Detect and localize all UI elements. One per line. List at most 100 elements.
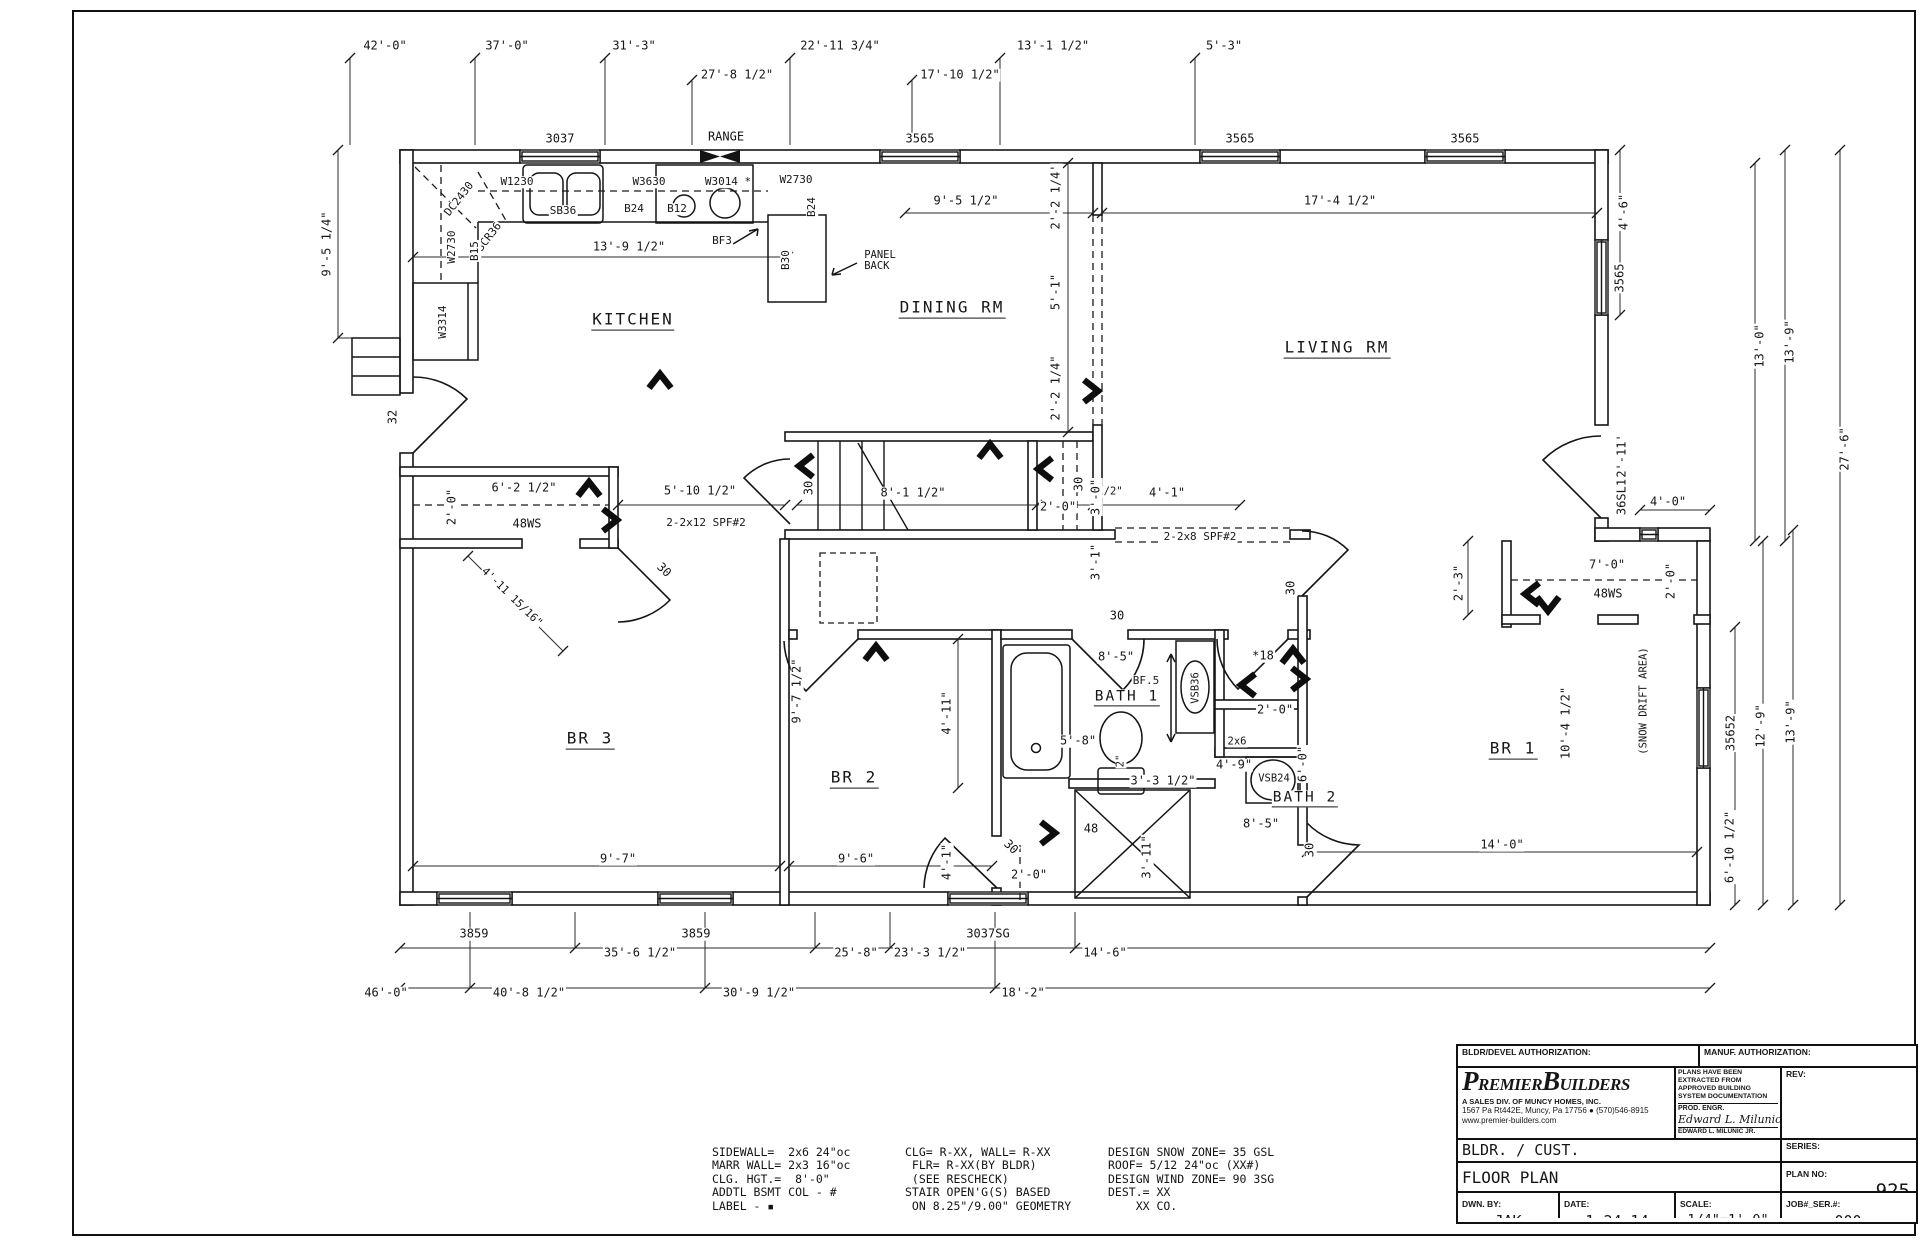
bf3-arrow (732, 228, 759, 245)
dimension-label: 3859 (680, 926, 712, 941)
dimension-label: 2'-0" (1255, 702, 1295, 717)
dwn-by-cell: DWN. BY: JAK (1458, 1193, 1558, 1218)
dimension-label: 2'-0" (1663, 561, 1678, 601)
dimension-label: 4'-1" (1147, 485, 1187, 500)
dimension-label: B24 (623, 202, 645, 216)
range-unit (655, 164, 754, 224)
dimension-label: 27'-6" (1837, 426, 1852, 472)
vanity-dim-arrow (1166, 653, 1176, 743)
note-line: CLG= R-XX, WALL= R-XX (905, 1145, 1051, 1159)
dimension-label: 30 (1000, 836, 1022, 858)
note-line: CLG. HGT.= 8'-0" (712, 1171, 830, 1186)
door-br3 (617, 547, 672, 623)
dimension-label: PANEL BACK (863, 248, 897, 273)
dimension-label: (SNOW DRIFT AREA) (1637, 646, 1650, 756)
room-label: BR 3 (565, 728, 615, 750)
dimension-label: VSB24 (1257, 772, 1291, 785)
column-marker (1038, 819, 1061, 847)
job-ser-value: 000 (1786, 1212, 1910, 1218)
bldr-auth-label: BLDR/DEVEL AUTHORIZATION: (1462, 1047, 1591, 1057)
shower-48 (1074, 789, 1191, 899)
vanity-vsb36 (1175, 640, 1215, 734)
dwn-by-value: JAK (1462, 1212, 1554, 1218)
dimension-label: 48WS (511, 516, 543, 531)
column-marker (793, 452, 816, 480)
column-marker (646, 368, 674, 391)
stair-treads (817, 441, 909, 531)
dimension-label: 2'-0" (444, 487, 459, 527)
dimension-label: 32 (385, 408, 400, 426)
note-line: FLR= R-XX(BY BLDR) (905, 1158, 1037, 1173)
dimension-label: 3'-3 1/2" (1129, 773, 1197, 788)
dimension-label: 3565 (1612, 262, 1627, 294)
column-marker (862, 640, 890, 663)
dimension-label: 23'-3 1/2" (892, 945, 968, 960)
premier-builders-logo: PremierBuilders (1462, 1068, 1630, 1096)
dimension-label: 30 (1302, 841, 1317, 859)
dimension-label: 17'-4 1/2" (1302, 193, 1378, 208)
dimension-label: 12'-9" (1753, 703, 1768, 749)
dimension-label: B30 (779, 249, 793, 271)
dwn-by-label: DWN. BY: (1462, 1199, 1502, 1209)
dimension-label: 9'-5 1/2" (932, 193, 1000, 208)
logo-cell: PremierBuilders A SALES DIV. OF MUNCY HO… (1458, 1068, 1674, 1138)
note-line: DESIGN WIND ZONE= 90 3SG (1108, 1171, 1275, 1186)
note-line: (SEE RESCHECK) (905, 1171, 1009, 1186)
dimension-label: 9'-7 1/2" (789, 657, 804, 725)
dimension-label: 9'-7" (598, 851, 638, 866)
door-bath2 (923, 836, 998, 889)
dimension-label: 3565 (1224, 131, 1256, 146)
shower-x (1074, 789, 1191, 899)
bldr-cust: BLDR. / CUST. (1462, 1141, 1580, 1159)
column-marker (1279, 643, 1307, 666)
note-line: XX CO. (1108, 1198, 1178, 1213)
entry-steps (351, 337, 401, 396)
dimension-label: 2-2x12 SPF#2 (665, 516, 747, 530)
dimension-label: 30 (653, 559, 675, 581)
engineer-name: EDWARD L. MILUNIC JR. (1678, 1128, 1756, 1135)
dimension-label: W2730 (445, 229, 459, 265)
dimension-label: 4'-0" (1648, 494, 1688, 509)
dimension-label: 5'-8" (1058, 733, 1098, 748)
dimension-label: 10'-4 1/2" (1558, 685, 1573, 761)
chimney-dashed (819, 552, 878, 624)
column-marker (1289, 665, 1312, 693)
column-markers (575, 368, 1562, 847)
column-marker (976, 438, 1004, 461)
fixtures (351, 164, 1301, 899)
dimension-label: 35'-6 1/2" (602, 945, 678, 960)
room-label: BATH 2 (1271, 790, 1339, 808)
dimension-label: 30 (1071, 475, 1086, 493)
dimension-label: W3014 * (703, 175, 753, 189)
dimension-label: W1230 (499, 175, 535, 189)
dimension-label: 2'-2 1/4' (1048, 163, 1063, 231)
note-line: LABEL - ▪ (712, 1198, 775, 1213)
dimension-label: 30'-9 1/2" (721, 985, 797, 1000)
note-line: ON 8.25"/9.00" GEOMETRY (905, 1198, 1072, 1213)
dimension-label: 3037SG (965, 926, 1011, 941)
dimension-label: 3565 (1449, 131, 1481, 146)
date-cell: DATE: 1-24-14 (1558, 1193, 1674, 1218)
title-block: BLDR/DEVEL AUTHORIZATION: MANUF. AUTHORI… (1456, 1044, 1918, 1224)
room-label: BR 1 (1488, 738, 1538, 760)
dimension-label: B12 (666, 202, 688, 216)
dimension-label: W3314 (436, 304, 450, 340)
note-line: ADDTL BSMT COL - # (712, 1185, 837, 1200)
note-line: SIDEWALL= 2x6 24"oc (712, 1145, 851, 1159)
date-label: DATE: (1564, 1199, 1590, 1209)
plan-no-cell: PLAN NO: 925 (1780, 1163, 1914, 1191)
dimension-label: 13'-9" (1783, 699, 1798, 745)
dimension-label: BF3 (711, 234, 733, 248)
dimension-label: 4'-11 15/16" (478, 564, 546, 630)
notes-column-2: CLG= R-XX, WALL= R-XX FLR= R-XX(BY BLDR)… (905, 1145, 1072, 1213)
dimension-label: 36SL1 (1614, 477, 1629, 517)
column-marker (1519, 580, 1542, 608)
cabinet-w3314 (412, 282, 479, 361)
dimension-label: 2'-11' (1614, 433, 1629, 479)
dimension-label: 14'-6" (1082, 945, 1128, 960)
door-living-exterior (1541, 435, 1602, 519)
tub-drain (1030, 742, 1042, 754)
dimension-label: B24 (805, 196, 819, 218)
